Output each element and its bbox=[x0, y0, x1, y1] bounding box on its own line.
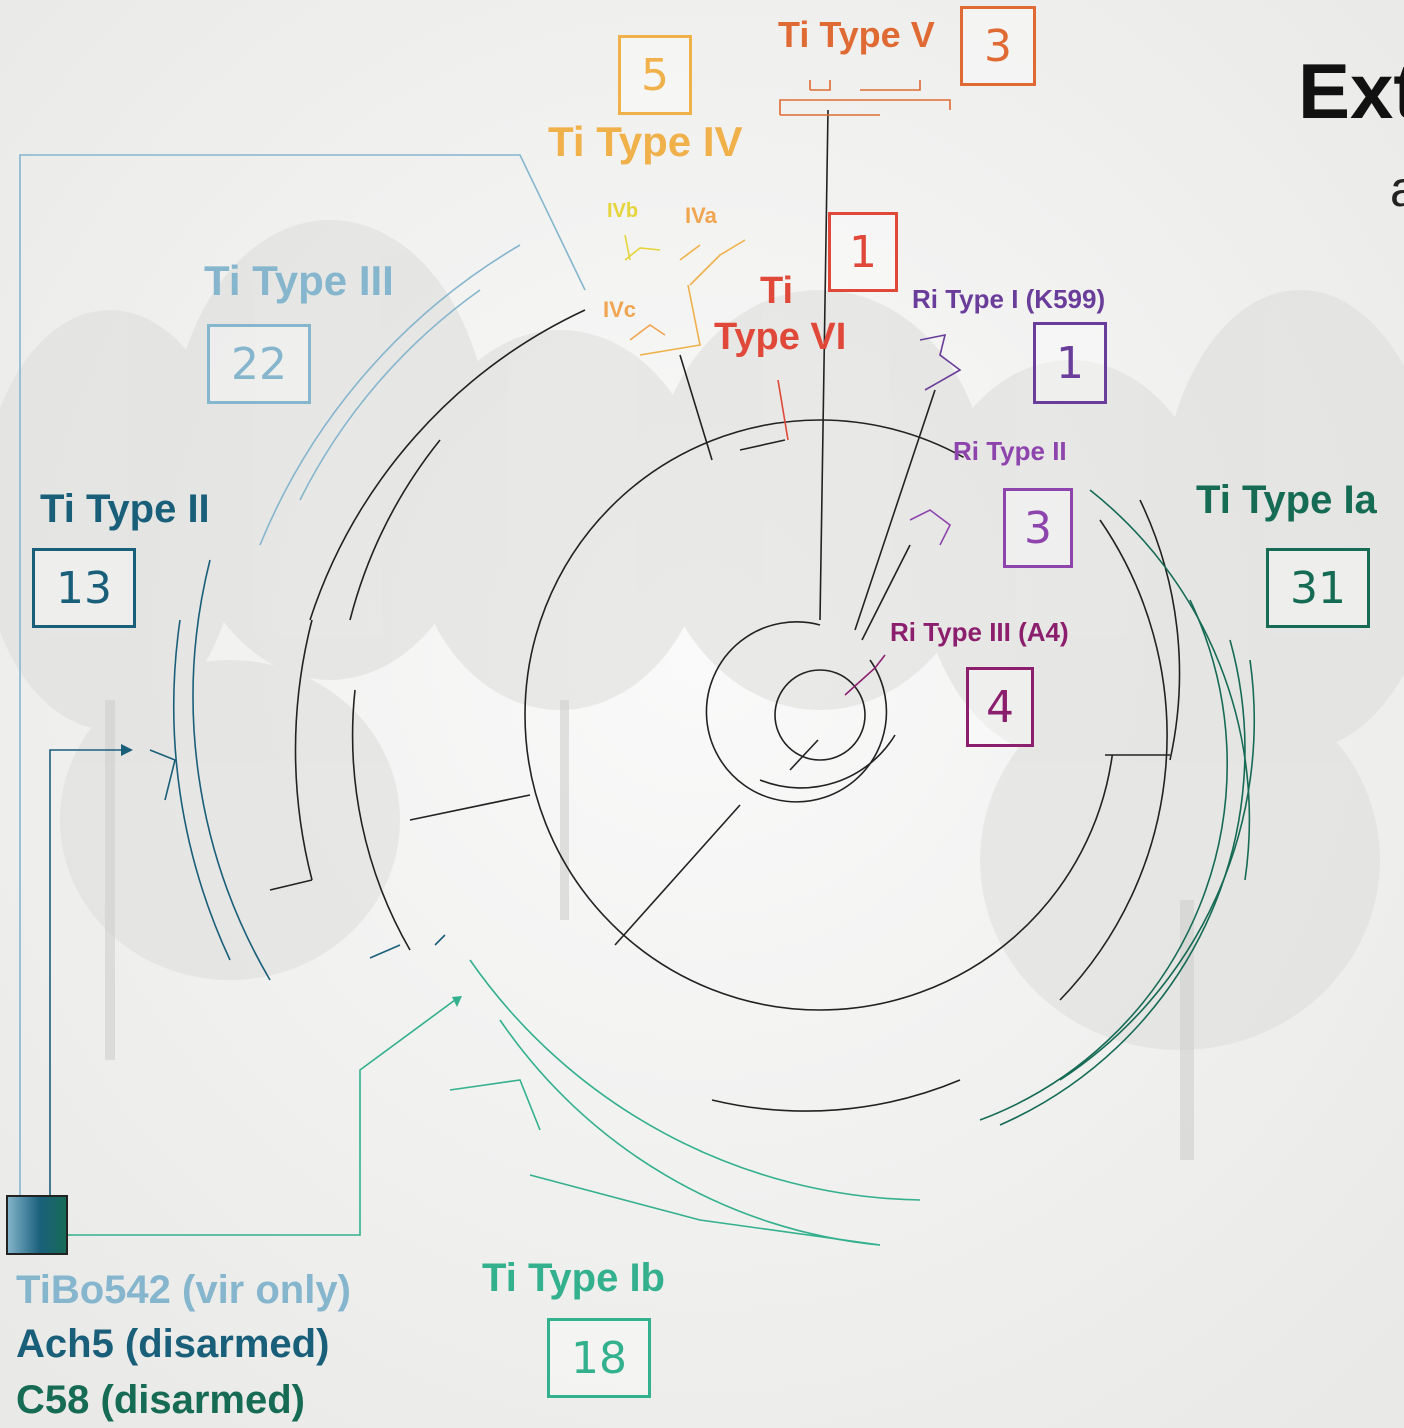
clade-label-ti-type-vi-line2: Type VI bbox=[714, 316, 847, 358]
clade-count-ri-type-iii: 4 bbox=[966, 667, 1034, 747]
clade-label-ti-type-v: Ti Type V bbox=[778, 14, 935, 55]
clade-count-ri-type-ii: 3 bbox=[1003, 488, 1073, 568]
subclade-label-iva: IVa bbox=[685, 203, 717, 228]
page-title: Ext bbox=[1298, 47, 1404, 135]
clade-label-ti-type-iii: Ti Type III bbox=[204, 257, 394, 304]
clade-count-ti-type-iv: 5 bbox=[618, 35, 692, 115]
clade-label-ti-type-ib: Ti Type Ib bbox=[482, 1256, 665, 1300]
clade-count-ti-type-ia: 31 bbox=[1266, 548, 1370, 628]
clade-label-ri-type-ii: Ri Type II bbox=[953, 436, 1067, 466]
clade-label-ti-type-iv: Ti Type IV bbox=[548, 118, 743, 165]
clade-label-ri-type-i: Ri Type I (K599) bbox=[912, 284, 1106, 314]
clade-label-ti-type-ii: Ti Type II bbox=[40, 487, 210, 531]
clade-count-ti-type-vi: 1 bbox=[828, 212, 898, 292]
clade-label-ri-type-iii: Ri Type III (A4) bbox=[890, 617, 1069, 647]
subclade-label-ivc: IVc bbox=[603, 297, 637, 322]
strain-label-tibo542: TiBo542 (vir only) bbox=[16, 1268, 351, 1312]
clade-count-ti-type-ii: 13 bbox=[32, 548, 136, 628]
subclade-label-ivb: IVb bbox=[607, 200, 639, 222]
clade-label-ti-type-ia: Ti Type Ia bbox=[1196, 478, 1377, 522]
page-subtitle: a bbox=[1390, 161, 1404, 217]
clade-count-ti-type-ib: 18 bbox=[547, 1318, 651, 1398]
clade-count-ti-type-v: 3 bbox=[960, 6, 1036, 86]
clade-label-ti-type-vi-line1: Ti bbox=[760, 270, 794, 312]
strain-label-ach5: Ach5 (disarmed) bbox=[16, 1322, 330, 1366]
clade-count-ti-type-iii: 22 bbox=[207, 324, 311, 404]
strain-legend-swatch bbox=[6, 1195, 68, 1255]
strain-label-c58: C58 (disarmed) bbox=[16, 1378, 305, 1422]
clade-count-ri-type-i: 1 bbox=[1033, 322, 1107, 404]
